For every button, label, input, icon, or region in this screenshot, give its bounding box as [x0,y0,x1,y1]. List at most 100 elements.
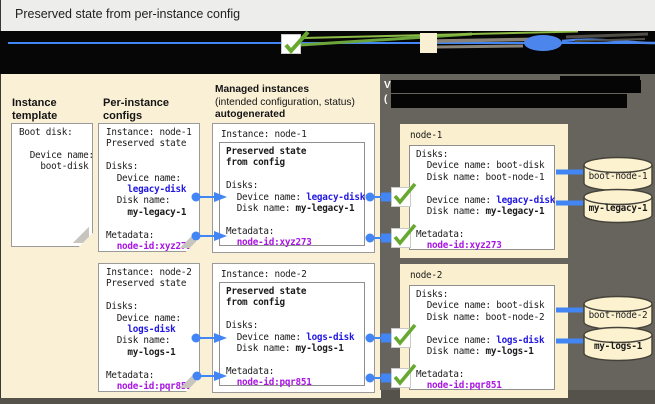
text-line: node-id:xyz273 [106,241,199,252]
text-segment: my-logs-1 [106,346,176,358]
text-line [106,218,199,229]
text-line [106,150,199,161]
text-segment: Disk name: [106,195,171,207]
text-segment: node-id:xyz273 [106,240,192,252]
text-line: Device name: legacy-disk [226,191,366,203]
text-segment: node-id:xyz273 [416,240,502,252]
text-line: Metadata: [416,369,554,380]
text-segment: Disks: [226,320,259,332]
text-segment: Disk name: [416,345,486,357]
text-segment: Metadata: [106,369,155,381]
text-segment: Metadata: [226,225,275,237]
text-line: Metadata: [416,229,554,240]
text-segment: Instance: node-1 [106,127,192,138]
text-line: Disk name: my-logs-1 [416,346,554,357]
text-segment: my-legacy-1 [106,206,187,218]
text-line [226,354,364,365]
managed-title-line1: Managed instances [215,84,309,95]
check-icon-node2-disks [391,323,417,348]
column-title-per-instance: Per-instance configs [103,97,170,122]
text-line: Preserved state [226,146,364,157]
text-segment: my-logs-1 [295,342,344,354]
legend-green-streak [302,31,579,39]
vm-node-1: node-1 Disks: Device name: boot-disk Dis… [400,124,568,258]
legend-green-streak [299,32,473,47]
text-line: Preserved state [106,138,199,149]
text-line: Disk name: [106,195,199,206]
text-line: Device name: boot-disk [416,160,554,171]
text-line: boot-disk [19,161,92,172]
check-glyph [284,30,310,55]
redaction-bar [391,80,641,93]
text-line: Device name: [106,313,199,324]
vm-node-detail-box: Disks: Device name: boot-disk Disk name:… [409,285,555,392]
text-line: Disks: [106,161,199,172]
text-line: Device name: [19,149,94,161]
text-line: Preserved state [226,286,364,297]
text-segment: Preserved state [226,146,307,157]
text-line: Device name: logs-disk [416,335,554,346]
text-line: Device name: [106,173,199,184]
text-line: Boot disk: [19,127,92,138]
vm-node-detail-box: Disks: Device name: boot-disk Disk name:… [409,145,555,252]
text-line: Disk name: my-legacy-1 [226,203,364,214]
legend-check-icon [281,30,310,55]
check-glyph [393,182,417,205]
text-line: node-id:xyz273 [226,237,364,248]
vm-node-title: node-2 [410,270,443,281]
text-line [416,183,554,194]
text-segment: Disk name: boot-node-1 [416,171,545,183]
text-segment: logs-disk [306,331,355,343]
text-line: legacy-disk [106,184,199,195]
text-segment: Metadata: [416,368,465,380]
text-line: Device name: logs-disk [226,332,364,343]
text-line: Metadata: [106,370,199,381]
text-segment: from config [226,157,285,169]
text-line: my-legacy-1 [106,207,199,218]
vm-heading-fragment: V [384,80,391,91]
check-glyph [393,323,417,346]
disk-label: my-legacy-1 [588,203,648,214]
text-segment: logs-disk [106,323,176,335]
text-segment: Device name: [19,149,94,161]
text-line: Disks: [416,289,554,300]
text-segment: Device name: boot-disk [416,160,545,172]
page-title: Preserved state from per-instance config [15,7,241,21]
text-segment: node-id:xyz273 [226,237,312,249]
disk-label: boot-node-2 [588,310,648,321]
check-icon-node2-metadata [391,363,417,388]
text-line [19,138,92,149]
text-line: Disks: [416,149,554,160]
legend-template-swatch [420,33,437,53]
text-segment: Device name: [106,312,181,324]
vm-node-2: node-2 Disks: Device name: boot-disk Dis… [400,264,568,398]
text-segment: Device name: [416,194,497,206]
instance-template-doc: Boot disk: Device name: boot-disk [11,123,94,247]
text-line: from config [226,157,364,168]
text-segment: legacy-disk [106,183,187,195]
text-line: Metadata: [106,230,199,241]
managed-title-line3: autogenerated [215,109,286,120]
text-segment: Disk name: [226,202,296,214]
redaction-bar [560,76,640,82]
text-segment: Device name: [226,191,307,203]
vm-node-text: Disks: Device name: boot-disk Disk name:… [416,289,554,392]
text-line [416,357,554,368]
text-line: node-id:pqr851 [416,380,554,391]
text-segment: Disk name: boot-node-2 [416,311,545,323]
text-line: node-id:pqr851 [226,377,364,388]
text-line: Disk name: my-legacy-1 [416,206,554,217]
text-segment: Disks: [226,180,259,192]
managed-instance-title: Instance: node-1 [221,129,307,140]
text-line [226,214,364,225]
legend-gray-streak [436,44,524,49]
text-segment: Preserved state [106,278,187,290]
text-line [226,309,364,320]
text-line: Disks: [226,320,364,331]
text-segment: from config [226,297,285,309]
